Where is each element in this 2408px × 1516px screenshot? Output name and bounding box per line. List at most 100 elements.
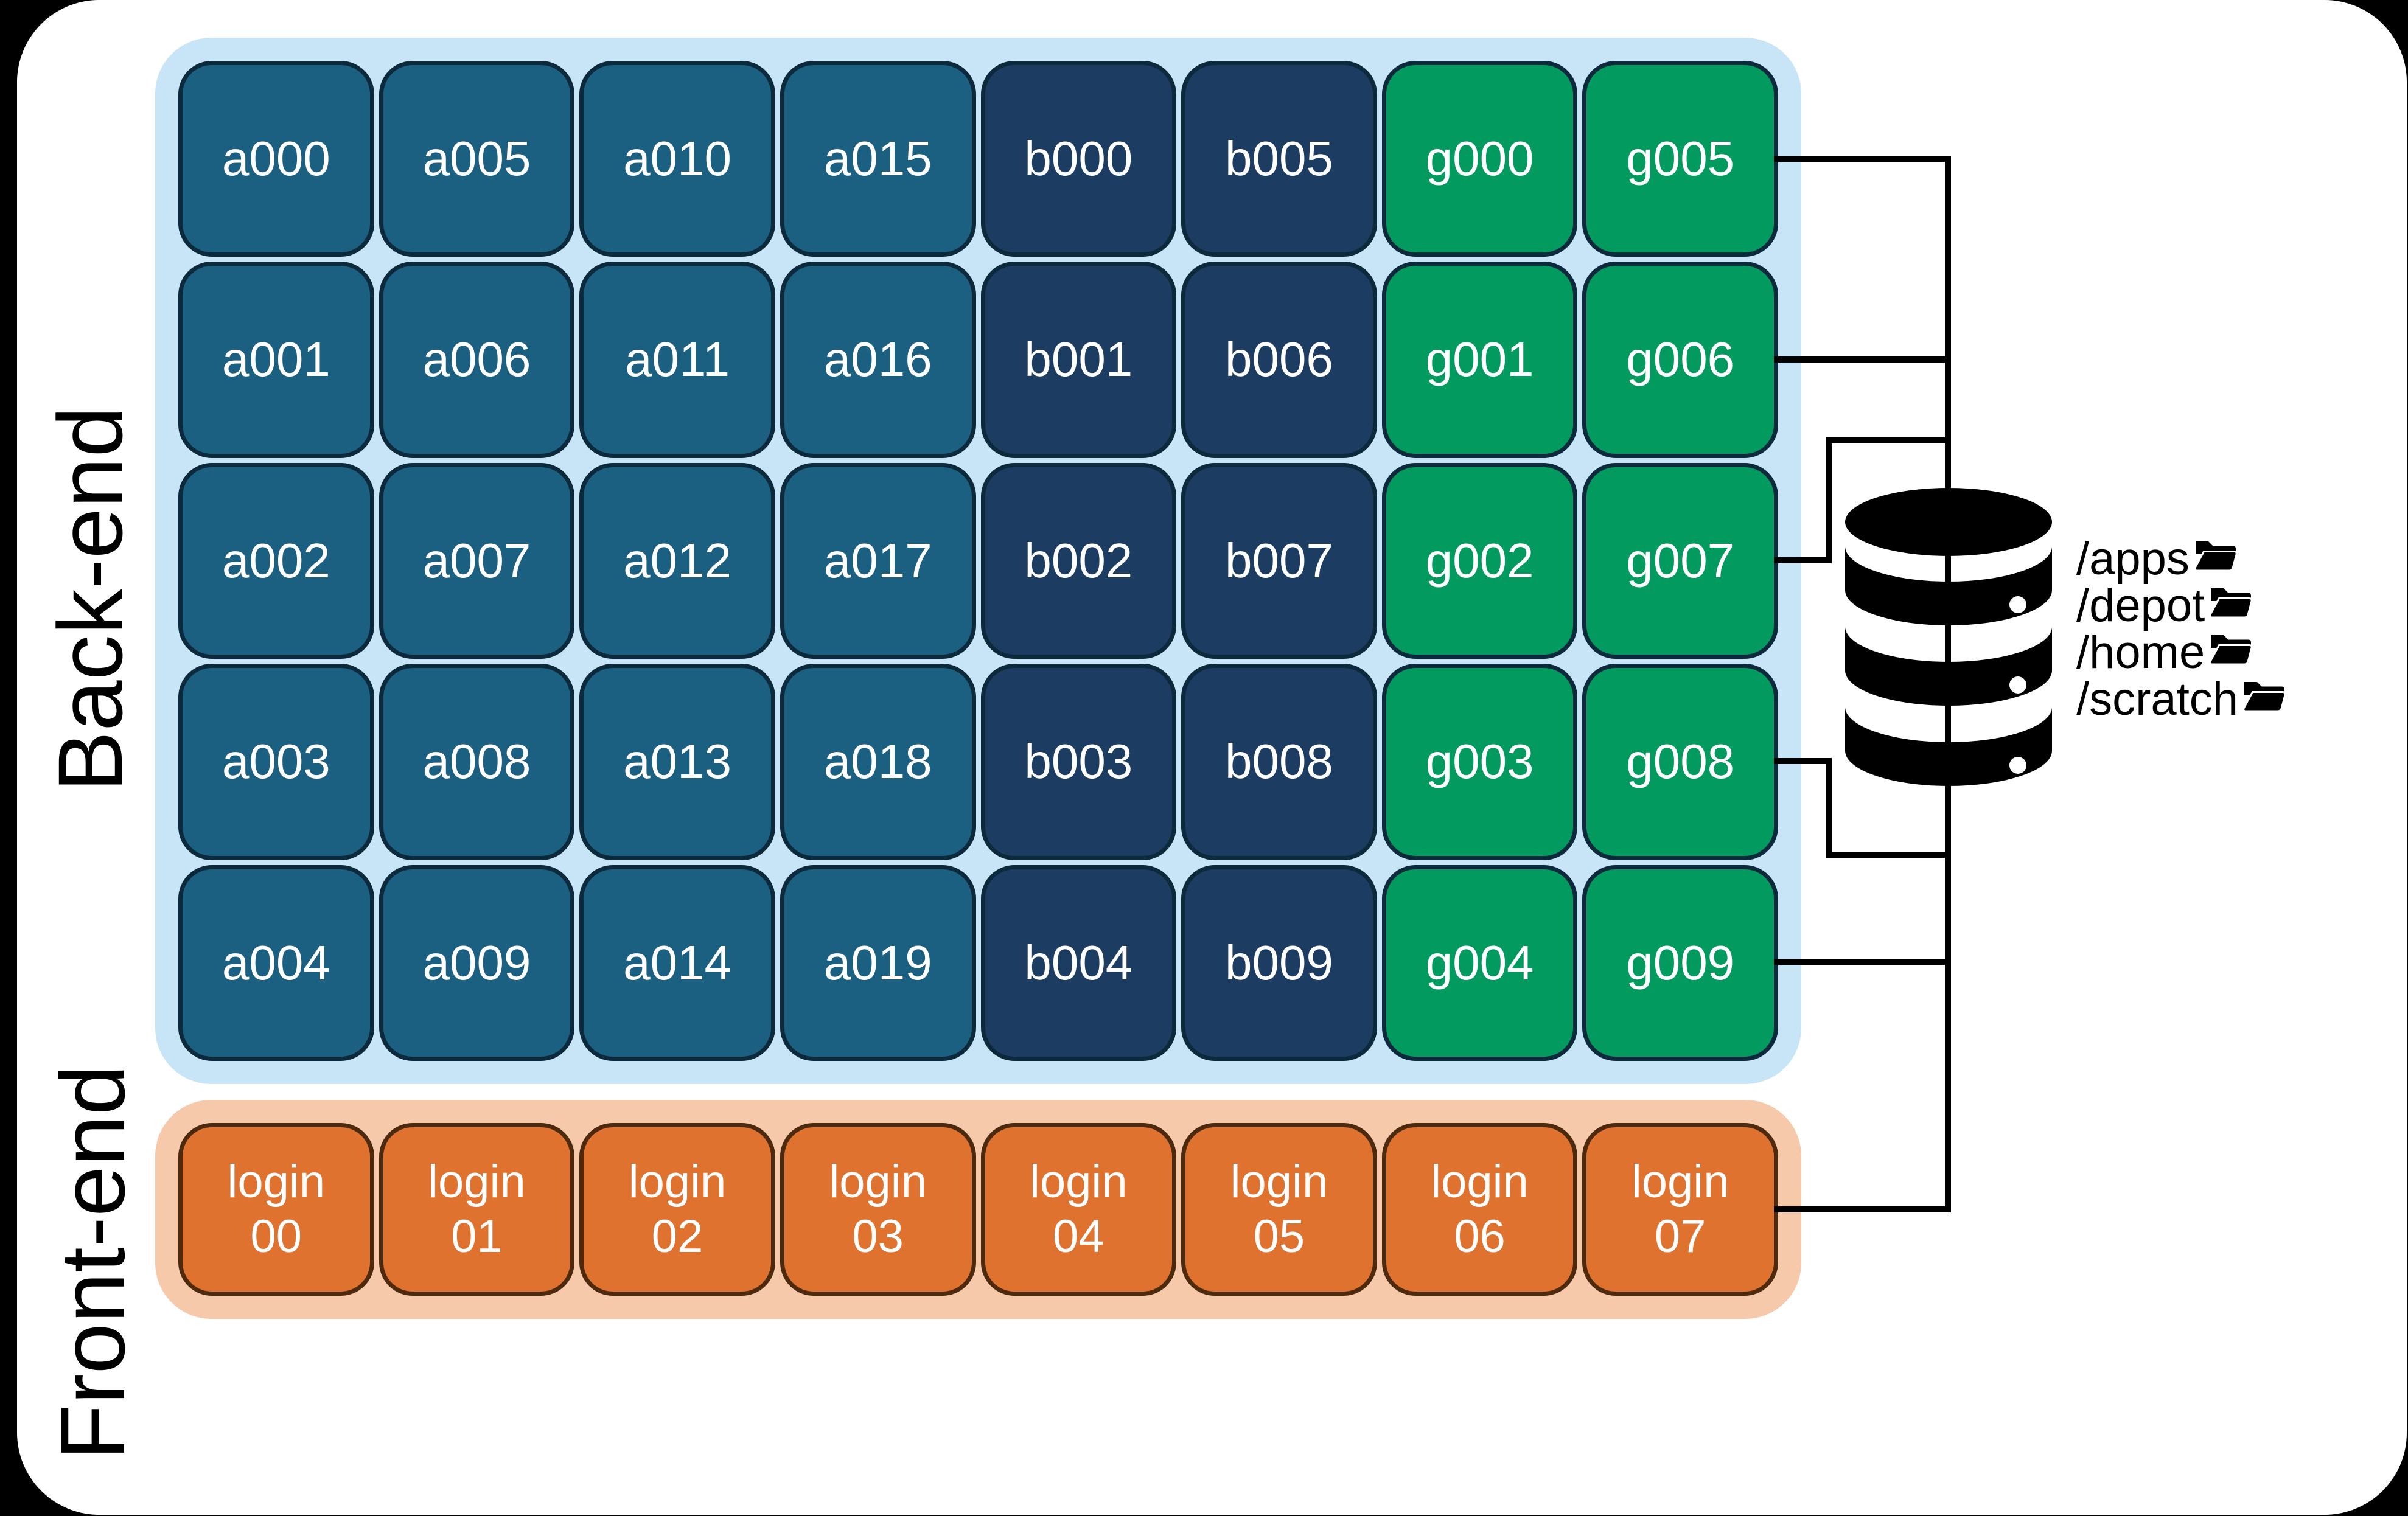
compute-node-a016: a016 <box>780 262 976 458</box>
compute-node-a011: a011 <box>579 262 775 458</box>
connector-g008-h2 <box>1826 852 1951 858</box>
compute-node-label: b009 <box>1224 935 1333 990</box>
mount-row: /scratch <box>2076 676 2288 723</box>
compute-node-g001: g001 <box>1381 262 1578 458</box>
login-node-label-line2: 00 <box>250 1211 302 1262</box>
compute-node-b003: b003 <box>980 664 1177 860</box>
compute-node-label: g001 <box>1425 332 1534 387</box>
compute-node-label: a005 <box>422 131 531 186</box>
compute-node-a002: a002 <box>178 462 374 659</box>
login-node-label-line1: login <box>428 1156 526 1208</box>
compute-node-label: g008 <box>1626 734 1735 789</box>
compute-node-label: g006 <box>1626 332 1735 387</box>
connector-g007-h2 <box>1826 437 1951 443</box>
login-node-label-line1: login <box>1230 1156 1328 1208</box>
compute-node-label: g003 <box>1425 734 1534 789</box>
compute-node-a007: a007 <box>379 462 575 659</box>
compute-node-label: b003 <box>1024 734 1133 789</box>
compute-node-a003: a003 <box>178 664 374 860</box>
compute-node-g006: g006 <box>1582 262 1778 458</box>
compute-node-b002: b002 <box>980 462 1177 659</box>
open-folder-icon <box>2242 681 2286 712</box>
mount-path-label: /home <box>2076 626 2205 678</box>
login-node-label-line1: login <box>1631 1156 1729 1208</box>
login-node-label-line1: login <box>1431 1156 1529 1208</box>
compute-node-label: g004 <box>1425 935 1534 990</box>
compute-node-b009: b009 <box>1181 864 1377 1061</box>
compute-node-a006: a006 <box>379 262 575 458</box>
database-icon <box>1843 485 2054 800</box>
compute-node-label: a002 <box>222 533 330 588</box>
connector-g006 <box>1774 356 1951 363</box>
compute-node-a004: a004 <box>178 864 374 1061</box>
compute-node-label: a000 <box>222 131 330 186</box>
backend-section-label: Back-end <box>39 406 141 792</box>
mount-row: /apps <box>2076 535 2288 582</box>
mount-path-label: /depot <box>2076 579 2205 631</box>
compute-node-label: a014 <box>623 935 732 990</box>
login-node-label-line2: 07 <box>1654 1211 1706 1262</box>
compute-node-label: a017 <box>823 533 932 588</box>
compute-node-b006: b006 <box>1181 262 1377 458</box>
compute-node-label: b004 <box>1024 935 1133 990</box>
mount-row: /depot <box>2076 582 2288 629</box>
compute-node-b001: b001 <box>980 262 1177 458</box>
login-node-label-line2: 05 <box>1253 1211 1305 1262</box>
compute-node-label: g000 <box>1425 131 1534 186</box>
compute-node-label: a006 <box>422 332 531 387</box>
login-node-label-line2: 02 <box>651 1211 703 1262</box>
login-node-label-line2: 06 <box>1454 1211 1506 1262</box>
compute-node-b007: b007 <box>1181 462 1377 659</box>
compute-node-a001: a001 <box>178 262 374 458</box>
compute-node-label: a019 <box>823 935 932 990</box>
login-node-label-line1: login <box>628 1156 727 1208</box>
compute-node-label: a013 <box>623 734 732 789</box>
compute-node-label: a010 <box>623 131 732 186</box>
compute-node-g007: g007 <box>1582 462 1778 659</box>
connector-g008-v <box>1826 758 1832 858</box>
compute-node-b004: b004 <box>980 864 1177 1061</box>
compute-node-b008: b008 <box>1181 664 1377 860</box>
compute-node-g008: g008 <box>1582 664 1778 860</box>
compute-node-a005: a005 <box>379 61 575 257</box>
compute-node-a010: a010 <box>579 61 775 257</box>
login-node-label-line2: 01 <box>451 1211 503 1262</box>
open-folder-icon <box>2209 588 2253 618</box>
compute-node-label: a007 <box>422 533 531 588</box>
compute-node-g000: g000 <box>1381 61 1578 257</box>
compute-node-b005: b005 <box>1181 61 1377 257</box>
compute-node-label: a012 <box>623 533 732 588</box>
compute-node-g005: g005 <box>1582 61 1778 257</box>
compute-node-label: a003 <box>222 734 330 789</box>
compute-node-label: b001 <box>1024 332 1133 387</box>
compute-node-a012: a012 <box>579 462 775 659</box>
compute-node-label: b005 <box>1224 131 1333 186</box>
compute-node-label: b007 <box>1224 533 1333 588</box>
connector-g007-v <box>1826 437 1832 563</box>
compute-node-label: a011 <box>625 332 730 387</box>
mount-list: /apps/depot/home/scratch <box>2076 535 2288 723</box>
compute-node-a018: a018 <box>780 664 976 860</box>
login-node-label-line1: login <box>1030 1156 1128 1208</box>
open-folder-icon <box>2209 635 2253 665</box>
login-node-label-line1: login <box>227 1156 326 1208</box>
compute-node-label: b000 <box>1024 131 1133 186</box>
compute-node-a017: a017 <box>780 462 976 659</box>
compute-node-label: b002 <box>1024 533 1133 588</box>
compute-node-a019: a019 <box>780 864 976 1061</box>
compute-node-a013: a013 <box>579 664 775 860</box>
compute-node-label: b008 <box>1224 734 1333 789</box>
compute-node-g002: g002 <box>1381 462 1578 659</box>
frontend-section-label: Front-end <box>41 1064 144 1461</box>
compute-node-label: b006 <box>1224 332 1333 387</box>
connector-g008-h1 <box>1774 758 1832 764</box>
compute-node-b000: b000 <box>980 61 1177 257</box>
compute-node-label: g007 <box>1626 533 1735 588</box>
compute-node-label: a009 <box>422 935 531 990</box>
